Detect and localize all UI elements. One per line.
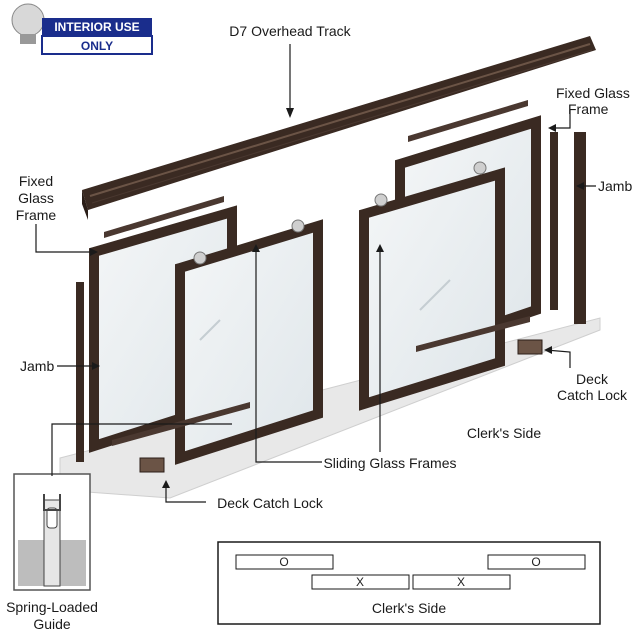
deck-catch-lock-right [517,339,543,355]
label-jamb-right: Jamb [598,178,632,194]
label-fixed-left-line2: Glass [18,190,54,206]
bulb-icon [11,3,45,37]
deck-catch-lock-left [139,457,165,473]
arrow-heads [90,108,584,488]
leader-lines [35,44,596,503]
plan-mark-sliding-right: X [457,575,465,589]
roller-icon [193,251,207,265]
interior-use-badge: INTERIOR USE ONLY [11,3,153,55]
spring-guide-inset [13,473,91,591]
label-sliding-frames: Sliding Glass Frames [323,455,456,471]
label-deck-catch-bottom: Deck Catch Lock [217,495,324,511]
label-clerks-side-upper: Clerk's Side [467,425,541,441]
roller-icon [473,161,487,175]
label-deck-catch-right-line1: Deck [576,371,609,387]
right-bottom-rail [416,316,530,352]
label-fixed-right-line2: Frame [568,101,609,117]
plan-fixed-left [235,554,334,570]
right-jamb-outer [574,132,586,324]
left-sliding-frame [175,219,323,465]
label-fixed-left-line1: Fixed [19,173,53,189]
label-deck-catch-right-line2: Catch Lock [557,387,628,403]
overhead-track [82,36,596,220]
plan-sliding-left [311,574,410,590]
plan-view: O O X X Clerk's Side [217,541,601,625]
plan-mark-fixed-right: O [531,555,540,569]
plan-mark-sliding-left: X [356,575,364,589]
roller-icon [374,193,388,207]
badge-line2: ONLY [81,39,113,53]
label-fixed-right-line1: Fixed Glass [556,85,630,101]
label-jamb-left: Jamb [20,358,54,374]
label-spring-guide-line2: Guide [33,616,71,632]
label-fixed-left-line3: Frame [16,207,57,223]
bulb-base [20,34,36,44]
plan-sliding-right [412,574,511,590]
left-jamb [76,282,84,462]
right-top-rail [408,100,528,142]
label-spring-guide-line1: Spring-Loaded [6,599,98,615]
right-sliding-frame [359,161,505,411]
label-overhead-track: D7 Overhead Track [229,23,351,39]
plan-fixed-right [487,554,586,570]
badge-bottom [41,35,153,55]
plan-mark-fixed-left: O [279,555,288,569]
left-top-rail [104,196,224,238]
badge-line1: INTERIOR USE [54,20,139,34]
badge-top [42,18,152,36]
plan-caption: Clerk's Side [372,600,446,616]
right-jamb-inner [550,132,558,310]
roller-icon [291,219,305,233]
